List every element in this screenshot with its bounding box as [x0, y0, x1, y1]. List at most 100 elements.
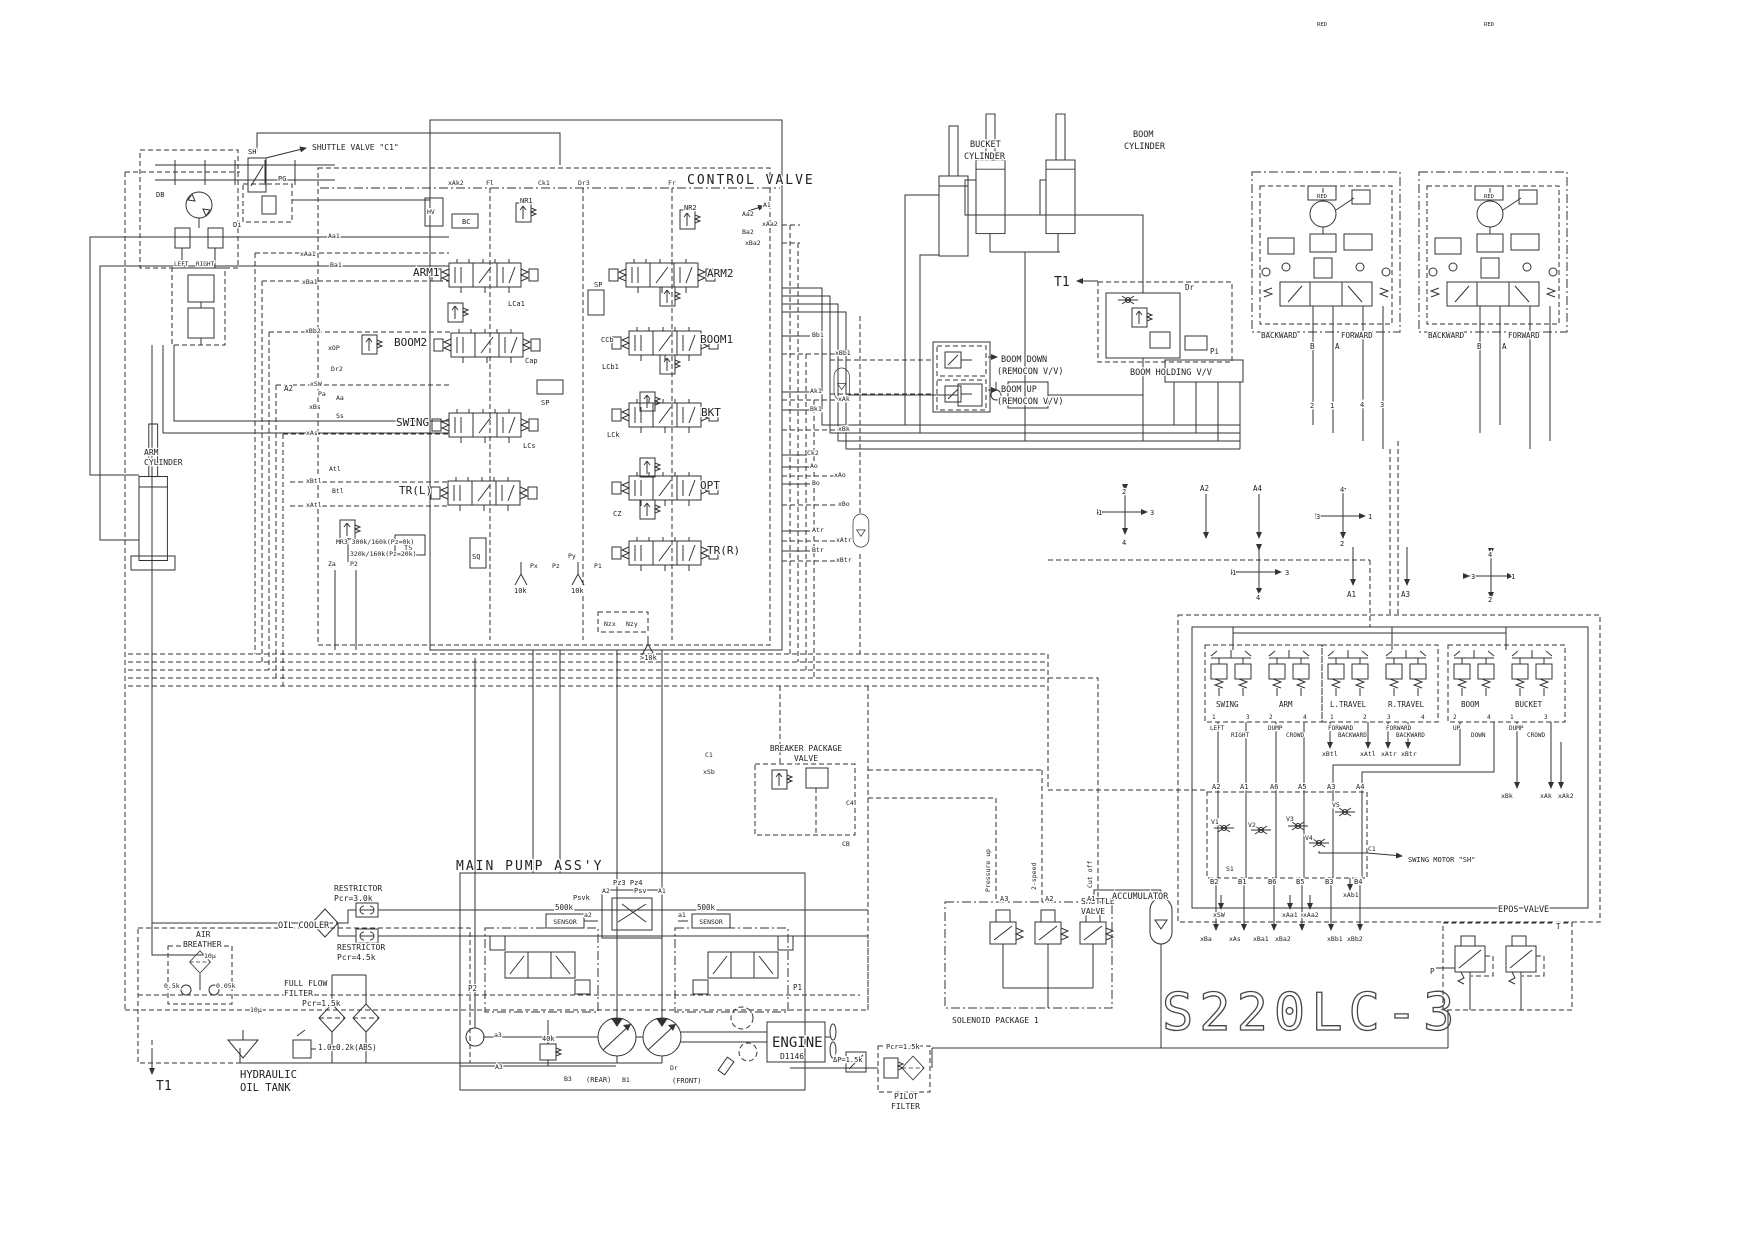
label: C1	[705, 751, 713, 759]
label: Py	[568, 552, 576, 560]
label: Cut off	[1086, 861, 1094, 888]
label: P1	[793, 983, 802, 992]
label: Btl	[332, 487, 344, 495]
label: NR1	[520, 197, 533, 205]
label: Ss	[336, 412, 344, 420]
label: 1	[1330, 714, 1334, 721]
control-valve-title: CONTROL VALVE	[687, 173, 815, 188]
label: B3	[564, 1075, 572, 1083]
control-valve-box	[429, 119, 783, 651]
remocon-shuttle-box	[1177, 614, 1601, 923]
label: B6	[1268, 878, 1276, 886]
label: DB	[156, 191, 164, 199]
swing-motor-box	[139, 149, 239, 269]
label: BOOM HOLDING V/V	[1130, 368, 1212, 378]
label: A3	[495, 1063, 503, 1071]
label: xBs	[309, 403, 321, 411]
label: 4	[1488, 551, 1492, 559]
label: 3	[1316, 513, 1320, 521]
label: xAa2	[1303, 911, 1319, 919]
label: P2	[350, 560, 358, 568]
label: T	[1556, 922, 1561, 931]
label: 4	[1303, 714, 1307, 721]
epos-valve-box	[1442, 922, 1573, 1011]
label: Dr3	[578, 179, 590, 187]
label: LCb1	[602, 363, 619, 371]
label: Pressure up	[984, 849, 992, 892]
label: A2	[1200, 484, 1209, 493]
label: A2	[284, 384, 293, 393]
label: SHUTTLE	[1081, 897, 1115, 906]
label: 2-speed	[1030, 863, 1038, 890]
label: BACKWARD	[1261, 331, 1298, 340]
label: LCs	[523, 442, 536, 450]
label: CROWD	[1527, 732, 1545, 739]
label: xAk	[838, 395, 850, 403]
label: T1	[1054, 275, 1070, 290]
pilot-filter-box	[877, 1045, 931, 1093]
label: 4	[1256, 594, 1260, 602]
label: NR2	[684, 204, 697, 212]
label: CCb	[601, 336, 614, 344]
label: 10μ	[250, 1006, 262, 1014]
label: xBa2	[1275, 935, 1291, 943]
label: Bo	[812, 479, 820, 487]
label: 4	[1122, 539, 1126, 547]
label: 1	[1232, 569, 1236, 577]
label: P1	[594, 562, 602, 570]
label: Pcr=4.5k	[337, 953, 376, 962]
label: LCk	[607, 431, 620, 439]
label: 4	[1340, 486, 1344, 494]
label: A3	[1327, 783, 1335, 791]
label: SWING	[396, 416, 429, 429]
label: BACKWARD	[1428, 331, 1465, 340]
label: Bb1	[812, 331, 824, 339]
label: Pz3 Pz4	[613, 879, 643, 887]
label: a2	[584, 911, 592, 919]
label: xBk	[1501, 792, 1513, 800]
label: CB	[842, 840, 850, 848]
label: DOWN	[1471, 732, 1486, 739]
label: OIL TANK	[240, 1082, 291, 1094]
red-reducer-label: RED	[1484, 194, 1494, 200]
label: CYLINDER	[1124, 142, 1166, 152]
label: SQ	[472, 553, 480, 561]
label: xAa2	[762, 220, 778, 228]
label: R.TRAVEL	[1388, 700, 1425, 709]
label: B	[1477, 342, 1482, 351]
label: xBb2	[305, 327, 321, 335]
label: BOOM	[1461, 700, 1480, 709]
label: 3	[1150, 509, 1154, 517]
label: ARM2	[707, 267, 734, 280]
label: SWING MOTOR "SH"	[1408, 856, 1475, 864]
label: A	[1502, 342, 1507, 351]
label: B3	[1325, 878, 1333, 886]
label: Aa2	[742, 210, 754, 218]
label: Psvk	[573, 894, 591, 902]
label: C4	[846, 799, 854, 807]
label: FORWARD	[1386, 725, 1412, 732]
label: HYDRAULIC	[240, 1069, 297, 1081]
label: 1	[1330, 402, 1334, 410]
label: xAa1	[1282, 911, 1298, 919]
label: FORWARD	[1328, 725, 1354, 732]
label: B1	[622, 1076, 630, 1084]
label: ΔP=1.5k	[833, 1056, 863, 1064]
label: V3	[1286, 815, 1294, 823]
label: VALVE	[1081, 907, 1105, 916]
label: BKT	[701, 406, 721, 419]
label: 4	[1421, 714, 1425, 721]
label: (FRONT)	[672, 1077, 702, 1085]
label: B1	[1238, 878, 1246, 886]
label: 4	[1487, 714, 1491, 721]
boom-bucket-remocon-box	[1447, 644, 1566, 723]
label: 4	[1360, 401, 1364, 409]
label: PILOT	[894, 1092, 918, 1101]
label: VALVE	[794, 754, 818, 763]
label: xBtr	[1401, 750, 1417, 758]
label: FILTER	[891, 1102, 920, 1111]
label: 500k	[697, 903, 716, 912]
label: SENSOR	[553, 918, 577, 926]
